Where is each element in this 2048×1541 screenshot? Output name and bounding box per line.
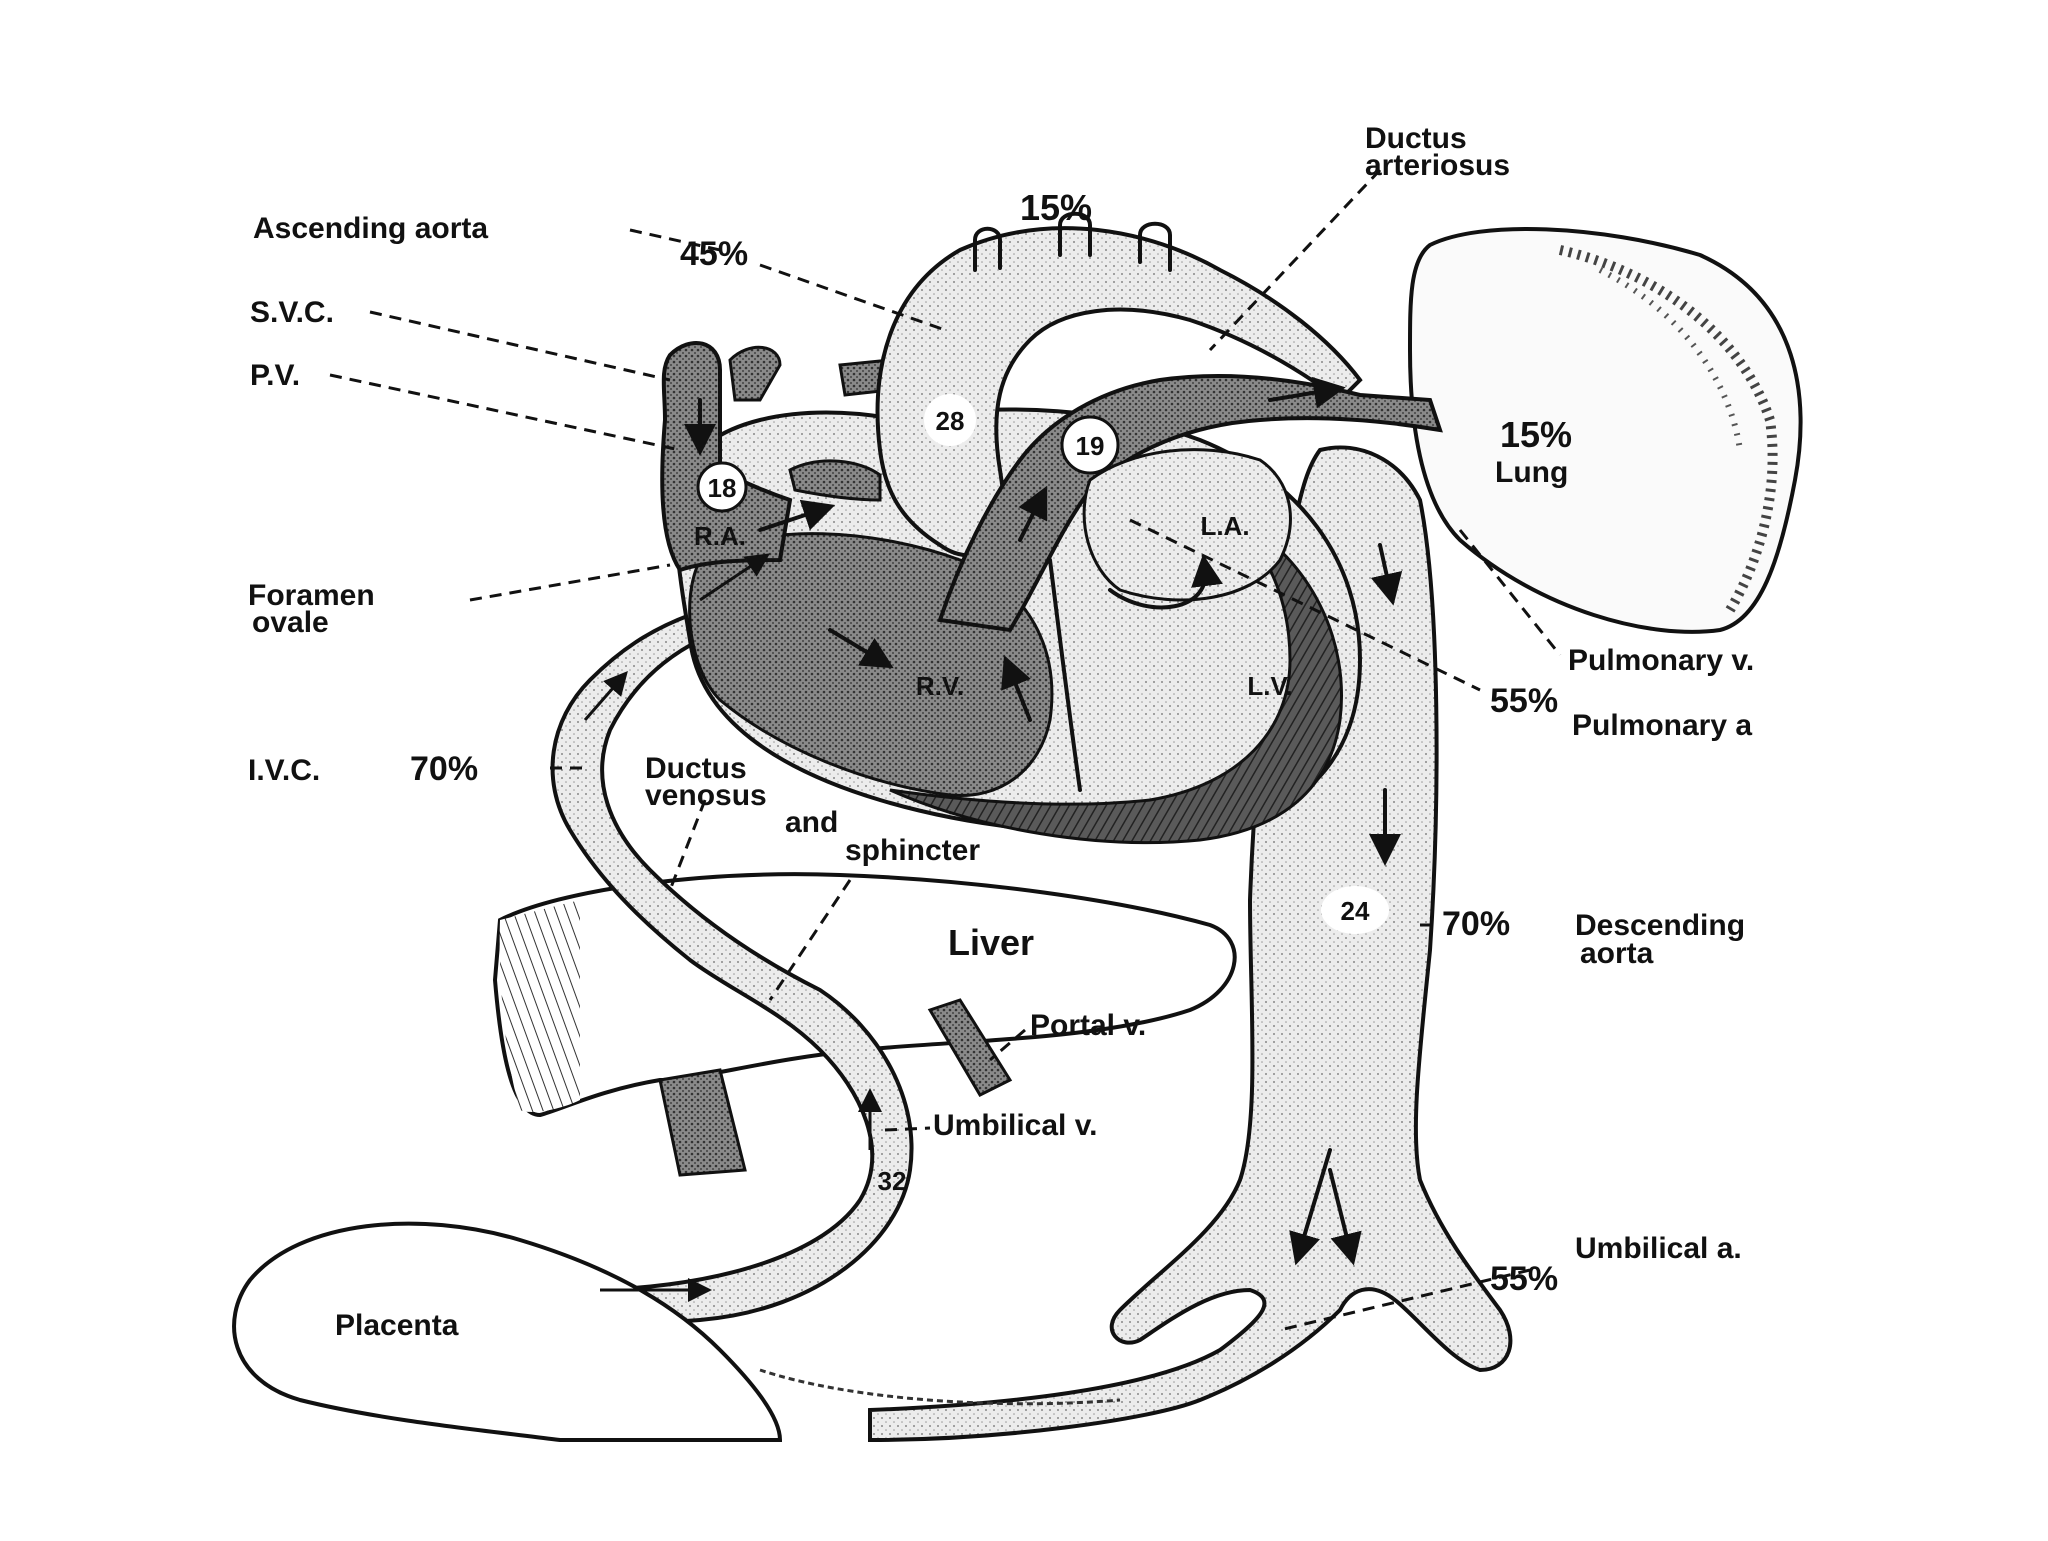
o2-bubble-umbilical-v: 32 — [878, 1166, 907, 1196]
svg-text:19: 19 — [1076, 431, 1105, 461]
chamber-label-rv: R.V. — [916, 671, 964, 701]
label-pulmonary-a: Pulmonary a — [1572, 709, 1752, 742]
label-ductus-venosus-3: and — [785, 806, 838, 839]
label-descending-aorta-2: aorta — [1580, 937, 1654, 970]
head-vessels — [973, 211, 1172, 272]
label-svc: S.V.C. — [250, 296, 334, 329]
left-atrium — [1082, 448, 1292, 602]
portal-vein — [927, 998, 1013, 1097]
label-ductus-venosus-4: sphincter — [845, 834, 980, 867]
svc-branch — [728, 345, 782, 402]
o2-bubble-ra: 18 — [696, 461, 748, 513]
label-liver: Liver — [948, 922, 1034, 963]
ivc-lower-segment — [658, 1068, 747, 1177]
value-lung-pct: 15% — [1500, 414, 1572, 455]
o2-bubble-pa: 19 — [1060, 415, 1120, 475]
value-umbilical-a-pct: 55% — [1490, 1260, 1558, 1298]
o2-bubble-aorta: 28 — [924, 394, 976, 446]
label-ivc: I.V.C. — [248, 754, 320, 787]
label-ductus-arteriosus-2: arteriosus — [1365, 149, 1510, 182]
label-umbilical-a: Umbilical a. — [1575, 1232, 1742, 1265]
svg-text:24: 24 — [1341, 896, 1370, 926]
label-pv: P.V. — [250, 359, 300, 392]
label-placenta: Placenta — [335, 1309, 459, 1342]
label-umbilical-v: Umbilical v. — [933, 1109, 1098, 1142]
label-ascending-aorta: Ascending aorta — [253, 212, 488, 245]
chamber-label-ra: R.A. — [694, 521, 746, 551]
leader-lines — [329, 168, 1562, 1332]
label-ductus-arteriosus-1: Ductus — [1365, 122, 1467, 155]
label-pulmonary-v: Pulmonary v. — [1568, 644, 1754, 677]
label-descending-aorta-1: Descending — [1575, 909, 1745, 942]
label-foramen-ovale-1: Foramen — [248, 579, 375, 612]
svg-text:18: 18 — [708, 473, 737, 503]
svg-text:28: 28 — [936, 406, 965, 436]
flow-arrows — [583, 376, 1403, 1302]
value-ivc-pct: 70% — [410, 750, 478, 788]
label-foramen-ovale-2: ovale — [252, 606, 329, 639]
value-pulmonary-a-pct: 55% — [1490, 682, 1558, 720]
o2-bubble-desc-aorta: 24 — [1321, 886, 1389, 934]
chamber-label-la: L.A. — [1200, 511, 1249, 541]
placenta — [232, 1221, 1121, 1442]
chamber-label-lv: L.V. — [1247, 671, 1292, 701]
svc — [660, 341, 793, 573]
lung — [1407, 227, 1803, 634]
value-ascending-aorta-pct: 45% — [680, 235, 748, 273]
svg-text:32: 32 — [878, 1166, 907, 1196]
label-ductus-venosus-2: venosus — [645, 779, 767, 812]
leader-portal-v — [989, 1028, 1026, 1062]
label-ductus-venosus-1: Ductus — [645, 752, 747, 785]
label-lung: Lung — [1495, 456, 1568, 489]
leader-umbilical-v — [884, 1126, 931, 1132]
label-portal-v: Portal v. — [1030, 1009, 1146, 1042]
value-descending-aorta-pct: 70% — [1442, 905, 1510, 943]
value-head-neck-pct: 15% — [1020, 187, 1092, 228]
pulmonary-vein-left — [788, 459, 882, 502]
